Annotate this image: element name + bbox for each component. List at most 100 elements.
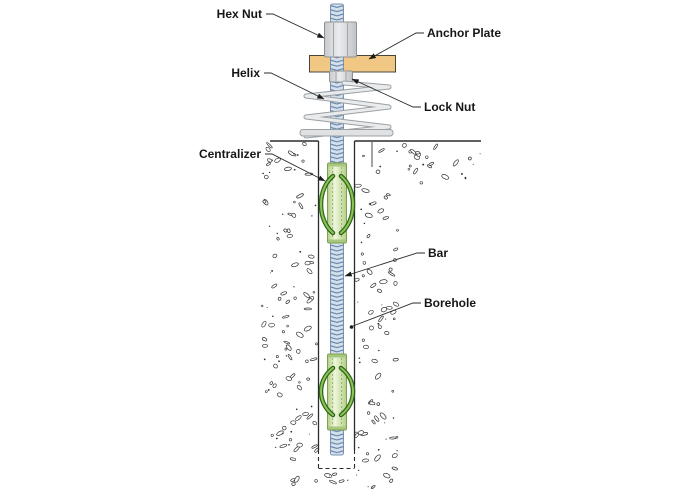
soil-pebble [364, 212, 373, 219]
soil-pebble [361, 338, 365, 342]
soil-pebble [433, 143, 438, 150]
soil-pebble [310, 405, 313, 408]
soil-pebble [384, 422, 386, 424]
soil-pebble [467, 156, 472, 161]
soil-pebble [306, 377, 310, 381]
soil-pebble [294, 475, 300, 483]
soil-pebble [309, 357, 318, 362]
soil-pebble [472, 163, 474, 165]
soil-pebble [312, 291, 316, 294]
soil-pebble [304, 260, 311, 266]
soil-pebble [357, 446, 360, 449]
helix [299, 80, 394, 139]
soil-pebble [275, 355, 279, 359]
soil-pebble [362, 261, 367, 265]
soil-pebble [377, 288, 382, 293]
soil-pebble [376, 402, 381, 406]
soil-pebble [265, 146, 271, 152]
label-lock-nut: Lock Nut [424, 100, 475, 114]
lock-nut [329, 70, 353, 83]
soil-pebble [266, 142, 273, 149]
soil-pebble [332, 472, 338, 476]
soil-pebble [392, 317, 396, 321]
soil-pebble [299, 250, 302, 253]
soil-pebble [281, 330, 285, 334]
soil-pebble [275, 437, 278, 440]
soil-pebble [386, 193, 391, 197]
labels: Hex Nut Anchor Plate Helix Lock Nut Cent… [199, 7, 501, 310]
soil-pebble [308, 254, 315, 259]
soil-pebble [291, 482, 296, 486]
label-anchor-plate: Anchor Plate [427, 26, 501, 40]
soil-pebble [392, 417, 395, 419]
soil-pebble [391, 466, 398, 471]
soil-pebble [396, 449, 398, 452]
soil-pebble [275, 446, 277, 448]
soil-pebble [379, 412, 387, 420]
soil-pebble [357, 430, 365, 435]
soil-pebble [306, 413, 314, 420]
soil-pebble [369, 401, 376, 406]
soil-pebble [290, 420, 297, 425]
soil-pebble [293, 296, 297, 300]
soil-pebble [286, 324, 289, 328]
soil-pebble [306, 298, 313, 304]
soil-pebble [428, 161, 435, 166]
soil-pebble [267, 388, 270, 391]
soil-pebble [324, 473, 333, 479]
soil-pebble [338, 479, 345, 483]
soil-pebble [296, 193, 304, 199]
soil-pebble [283, 166, 292, 172]
soil-pebble [263, 358, 266, 361]
soil-pebble [358, 357, 361, 359]
soil-pebble [298, 202, 304, 210]
soil-pebble [302, 142, 307, 146]
soil-pebble [378, 349, 380, 352]
soil-pebble [283, 228, 288, 233]
soil-pebble [291, 262, 299, 268]
soil-pebble [391, 453, 398, 459]
soil-pebble [360, 208, 363, 211]
leader-lock-nut [351, 78, 421, 108]
soil-pebble [396, 228, 399, 232]
soil-pebble [385, 438, 387, 440]
leader-helix [264, 72, 325, 100]
soil-pebble [366, 269, 373, 275]
soil-pebble [277, 296, 282, 301]
soil-pebble [361, 188, 370, 193]
soil-pebble [362, 458, 369, 463]
soil-pebble [368, 325, 374, 331]
soil-pebble [295, 408, 298, 411]
soil-pebble [392, 301, 400, 307]
soil-pebble [270, 433, 274, 437]
soil-pebble [374, 415, 380, 422]
soil-pebble [356, 474, 358, 476]
soil-pebble [367, 486, 369, 488]
soil-pebble [269, 381, 274, 385]
soil-pebble [388, 267, 393, 272]
soil-pebble [276, 232, 279, 235]
soil-pebble [315, 342, 318, 346]
soil-pebble [360, 252, 364, 256]
soil-pebble [386, 305, 393, 310]
soil-pebble [312, 421, 317, 426]
soil-pebble [266, 306, 268, 309]
soil-pebble [360, 241, 363, 244]
soil-pebble [392, 358, 399, 362]
soil-pebble [362, 154, 365, 158]
soil-pebble [329, 479, 337, 485]
soil-pebble [276, 237, 280, 241]
soil-pebble [384, 331, 390, 335]
soil-pebble [288, 443, 290, 446]
soil-pebble [272, 253, 278, 259]
soil-pebble [441, 174, 450, 180]
soil-pebble [408, 164, 412, 168]
soil-pebble [366, 233, 371, 239]
soil-pebble [452, 159, 459, 167]
soil-pebble [282, 315, 290, 319]
soil-pebble [464, 176, 467, 179]
soil-pebble [279, 443, 288, 449]
soil-pebble [378, 148, 385, 153]
soil-pebble [311, 444, 318, 449]
